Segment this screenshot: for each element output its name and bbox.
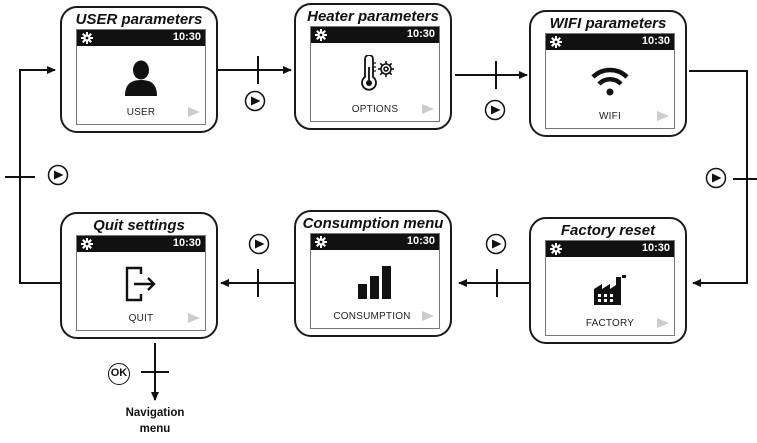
device-screen: 10:30 WIFI xyxy=(545,33,675,129)
ok-button[interactable]: OK xyxy=(108,363,130,385)
screen-time: 10:30 xyxy=(406,28,435,40)
screen-label: CONSUMPTION xyxy=(333,311,411,322)
gear-icon xyxy=(81,238,93,250)
screen-label: QUIT xyxy=(128,313,154,324)
gear-icon xyxy=(315,236,327,248)
screen-status-bar: 10:30 xyxy=(311,27,439,43)
next-button-icon[interactable] xyxy=(244,90,266,112)
device-screen: 10:30 CONSUMPTION xyxy=(310,233,440,329)
screen-label: FACTORY xyxy=(585,318,635,329)
card-user-parameters[interactable]: USER parameters 10:30 USER xyxy=(60,6,218,133)
screen-label: OPTIONS xyxy=(351,104,399,115)
gear-icon xyxy=(81,32,93,44)
play-arrow-icon xyxy=(657,318,669,328)
card-title: Factory reset xyxy=(560,222,656,239)
screen-label: USER xyxy=(126,107,156,118)
navigation-label-line1: Navigation xyxy=(125,407,185,419)
card-title: Quit settings xyxy=(93,217,185,234)
card-title: Consumption menu xyxy=(302,215,444,232)
wifi-icon xyxy=(591,67,629,96)
play-arrow-icon xyxy=(422,311,434,321)
device-screen: 10:30 USER xyxy=(76,29,206,125)
screen-time: 10:30 xyxy=(641,242,670,254)
exit-icon xyxy=(125,266,156,302)
navigation-menu-label: Navigation menu xyxy=(100,405,210,437)
card-title: USER parameters xyxy=(75,11,203,28)
screen-status-bar: 10:30 xyxy=(546,241,674,257)
user-icon xyxy=(125,60,157,96)
play-arrow-icon xyxy=(188,313,200,323)
next-button-icon[interactable] xyxy=(484,99,506,121)
card-title: WIFI parameters xyxy=(549,15,667,32)
card-wifi-parameters[interactable]: WIFI parameters 10:30 WIFI xyxy=(529,10,687,137)
next-button-icon[interactable] xyxy=(248,233,270,255)
screen-time: 10:30 xyxy=(172,237,201,249)
factory-icon xyxy=(594,275,626,305)
play-arrow-icon xyxy=(657,111,669,121)
gear-icon xyxy=(550,36,562,48)
card-heater-parameters[interactable]: Heater parameters 10:30 xyxy=(294,3,452,130)
card-consumption-menu[interactable]: Consumption menu 10:30 CONSUMPTION xyxy=(294,210,452,337)
screen-time: 10:30 xyxy=(172,31,201,43)
next-button-icon[interactable] xyxy=(705,167,727,189)
screen-time: 10:30 xyxy=(406,235,435,247)
screen-label: WIFI xyxy=(599,111,621,122)
next-button-icon[interactable] xyxy=(47,164,69,186)
gear-icon xyxy=(550,243,562,255)
navigation-label-line2: menu xyxy=(139,423,171,435)
screen-time: 10:30 xyxy=(641,35,670,47)
screen-status-bar: 10:30 xyxy=(311,234,439,250)
screen-status-bar: 10:30 xyxy=(77,236,205,252)
device-screen: 10:30 OPTIONS xyxy=(310,26,440,122)
device-screen: 10:30 FACTORY xyxy=(545,240,675,336)
play-arrow-icon xyxy=(422,104,434,114)
next-button-icon[interactable] xyxy=(485,233,507,255)
card-title: Heater parameters xyxy=(307,8,439,25)
thermometer-gear-icon xyxy=(361,55,394,91)
card-factory-reset[interactable]: Factory reset 10:30 FACTORY xyxy=(529,217,687,344)
bar-chart-icon xyxy=(358,266,391,299)
arrow-wifi-to-factory xyxy=(689,70,748,287)
card-quit-settings[interactable]: Quit settings 10:30 QUIT xyxy=(60,212,218,339)
screen-status-bar: 10:30 xyxy=(77,30,205,46)
screen-status-bar: 10:30 xyxy=(546,34,674,50)
gear-icon xyxy=(315,29,327,41)
play-arrow-icon xyxy=(188,107,200,117)
device-screen: 10:30 QUIT xyxy=(76,235,206,331)
